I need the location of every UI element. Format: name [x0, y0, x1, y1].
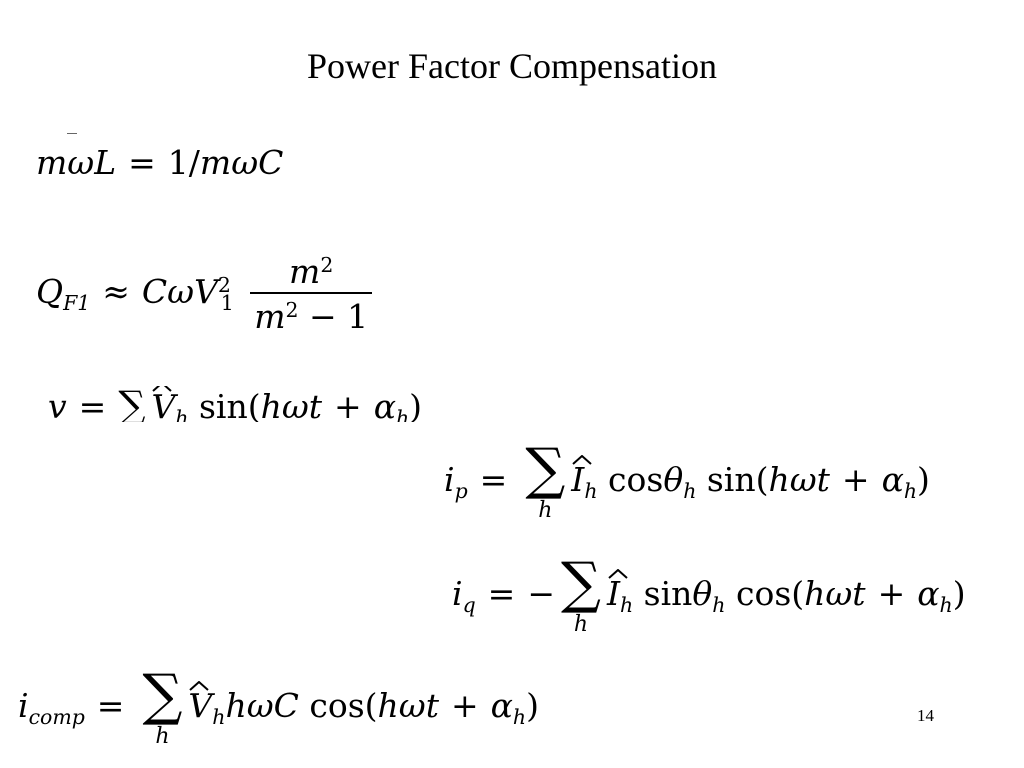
var-i: i: [18, 686, 29, 725]
one-over: 1/: [167, 143, 200, 182]
plus-sign: +: [334, 387, 362, 422]
fraction-denominator: m2 − 1: [250, 292, 373, 333]
func-cos: cos: [735, 574, 792, 613]
sum-symbol: ∑: [560, 551, 601, 616]
slide-title: Power Factor Compensation: [307, 46, 717, 86]
sum-limit: h: [538, 498, 553, 523]
hat-icon: [608, 569, 628, 579]
equals-sign: =: [78, 387, 107, 422]
var-i: i: [452, 574, 463, 613]
sum-limit: h: [155, 724, 170, 749]
subscript-F1: F1: [63, 291, 91, 316]
var-Q: Q: [36, 272, 64, 311]
var-v: v: [48, 387, 67, 422]
var-omega: ω: [67, 143, 95, 182]
var-m: m: [199, 143, 232, 182]
hat-icon: [572, 455, 592, 465]
plus-sign: +: [450, 686, 479, 725]
var-C: C: [258, 143, 284, 182]
plus-sign: +: [877, 574, 906, 613]
var-theta: θ: [663, 460, 684, 499]
subscript-comp: comp: [28, 705, 85, 730]
sum-limit: h: [573, 612, 589, 637]
subscript-h: h: [175, 406, 189, 422]
superscript-2: 2: [217, 272, 231, 297]
equation-voltage: v=∑Vh sin(hωt+αh): [48, 386, 422, 422]
term-hwt: hωt: [377, 686, 439, 725]
var-omega: ω: [167, 272, 195, 311]
func-sin: sin: [643, 574, 693, 613]
var-V-hat: V: [188, 681, 212, 722]
plus-sign: +: [841, 460, 870, 499]
var-i: i: [444, 460, 455, 499]
hat-icon: [152, 386, 173, 392]
sum-symbol: ∑: [142, 663, 183, 728]
fraction-numerator: m2: [289, 252, 334, 291]
func-sin: sin: [706, 460, 756, 499]
equals-sign: =: [128, 143, 156, 182]
func-cos: cos: [309, 686, 365, 725]
var-theta: θ: [692, 574, 713, 613]
fraction: m2 m2 − 1: [250, 252, 373, 333]
equals-sign: =: [96, 686, 125, 725]
subscript-p: p: [454, 479, 468, 504]
var-L: L: [94, 143, 117, 182]
subscript-q: q: [462, 593, 476, 618]
summation: ∑h: [525, 442, 565, 522]
equals-sign: =: [487, 574, 516, 613]
term-hwt: hωt: [804, 574, 866, 613]
var-V: V: [194, 272, 218, 311]
func-sin: sin: [198, 387, 248, 422]
page-number: 14: [917, 706, 934, 725]
var-omega: ω: [231, 143, 259, 182]
var-m: m: [36, 143, 68, 182]
equation-resonance: mωL=1/mωC: [36, 146, 283, 179]
var-I-hat: I: [607, 569, 628, 610]
var-V-hat: V: [151, 386, 175, 422]
var-alpha: α: [490, 686, 513, 725]
var-alpha: α: [917, 574, 940, 613]
term-hwC: hωC: [225, 686, 299, 725]
subscript-1: 1: [220, 291, 234, 316]
term-hwt: hωt: [260, 387, 323, 422]
func-cos: cos: [608, 460, 664, 499]
approx-sign: ≈: [102, 272, 130, 311]
stray-mark: [67, 133, 77, 134]
equals-sign: =: [479, 460, 508, 499]
sum-symbol: ∑: [525, 437, 566, 502]
term-hwt: hωt: [768, 460, 830, 499]
var-alpha: α: [373, 387, 396, 422]
minus-sign: −: [527, 574, 555, 613]
sum-symbol: ∑: [118, 386, 146, 422]
var-alpha: α: [881, 460, 904, 499]
var-C: C: [141, 272, 168, 311]
summation: ∑h: [142, 668, 182, 748]
hat-icon: [189, 681, 210, 691]
summation: ∑h: [561, 556, 601, 636]
var-I-hat: I: [571, 455, 592, 496]
equation-qf1: QF1 ≈ CωV21 m2 m2 − 1: [36, 252, 373, 333]
